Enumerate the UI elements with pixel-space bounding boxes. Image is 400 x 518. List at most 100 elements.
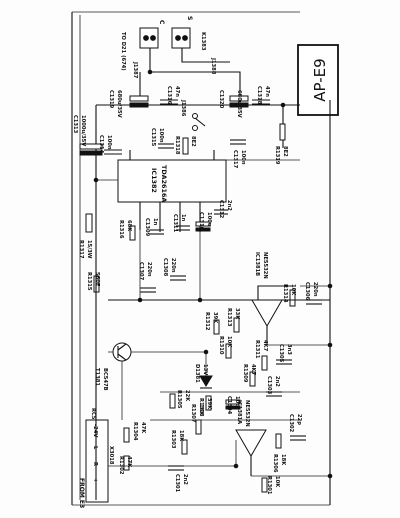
c1311-v-label: 1n [180,214,186,222]
d1381-v-label: 13V [202,364,208,375]
cap-c1315: C1315 100n [150,128,174,149]
r1303-label: R1303 [170,430,176,449]
r1304-label: R1304 [132,422,138,441]
c1315-v-label: 100n [158,128,164,143]
r1302-v-label: 47K [126,456,132,468]
ic1381b-t-label: NE5532N [262,252,268,279]
r1315-label: R1315 [86,272,92,291]
c1318-label: C1318 [256,86,262,105]
input-pin-4: + [92,478,98,482]
r1309-v-label: 4K7 [250,364,256,376]
r1315-v-label: 560E [94,272,100,287]
jack-label: J1387 [132,61,138,79]
input-label: FROM E3 [78,478,85,508]
res-r1309: R1309 4K7 [242,364,256,387]
c1302-label: C1302 [288,414,294,433]
c1308-label: C1308 [162,258,168,277]
cap-c1319: C1319 680u/35V [108,90,149,118]
c1306-v-label: 220n [312,282,318,297]
r1319-label: R1319 [274,146,280,165]
ic1381b-label: IC1381B [254,252,260,276]
r1302-label: R1302 [118,456,124,475]
cap-c1317: C1317 100n [230,139,246,169]
r1306-v-label: 18K [280,454,286,466]
r1303-v-label: 18K [178,430,184,442]
connector-c-sub: C [158,20,165,25]
connector-s-sub: S [186,16,193,20]
cap-c1320: C1320 680u/35V [218,90,249,118]
c1317-label: C1317 [232,150,238,169]
r1308-v-label: 39K [206,398,212,410]
r1310-label: R1310 [218,336,224,355]
cap-c1308: C1308 220n [162,258,186,281]
res-r1311: R1311 4K7 [254,340,268,371]
c1305-v-label: 3n3 [286,344,292,355]
r1317-label: R1317 [78,240,84,259]
r1312-label: R1312 [204,312,210,331]
c1318-v-label: 47n [264,86,270,97]
res-r1305: R1305 22K [169,390,190,409]
c1310-label: C1310 [198,212,204,231]
c1319-label: C1319 [108,90,114,109]
ic-main: TDA2616A IC1382 [117,150,227,232]
res-r1314: R1314 10K [282,284,296,307]
ic-main-type: TDA2616A [160,165,168,202]
r1314-v-label: 10K [290,284,296,296]
c1313-label: C1313 [72,115,78,134]
connector-c-label: TO D21 (674) [120,32,126,71]
res-r1304: R1304 47K [123,422,146,443]
c1312-v-label: 2n2 [226,200,232,211]
ic1381a-label: IC1381A [236,400,242,424]
r1307-label: R1307 [190,404,196,423]
d1381-label: D1381 [194,364,200,383]
cap-c1304: C1304 10u [225,396,241,415]
cap-c1307: C1307 220n [138,262,156,293]
c1320-v-label: 680u/35V [236,90,242,118]
r1316-label: R1316 [118,220,124,239]
r1307-v-label: 18K [198,404,204,416]
c1319-v-label: 680u/35V [116,90,122,118]
c1310-v-label: 100u [206,212,212,227]
ic-main-ref: IC1382 [150,168,158,193]
res-r1303: R1303 18K [170,430,188,455]
c1315-label: C1315 [150,128,156,147]
c1301-label: C1301 [174,474,180,493]
r1305-v-label: 22K [184,390,190,402]
board-outline [71,11,330,506]
r1308-label: R1308 [198,398,204,417]
cap-c1309: C1309 1n [144,218,164,237]
res-r1310: R1310 10K [218,336,232,359]
res-r1319: R1319 8E2 [274,123,288,165]
r1311-label: R1311 [254,340,260,359]
c1306-label: C1306 [304,282,310,301]
cap-c1316: C1316 47n [160,86,180,105]
cap-c1311: C1311 1n [172,214,190,233]
r1314-label: R1314 [282,284,288,303]
r1312-v-label: 39K [212,312,218,324]
c1317-v-label: 100n [240,150,246,165]
cap-c1312: C1312 2n2 [214,200,232,219]
jack2-label: J1388 [210,57,216,75]
r1318-v-label: 8E2 [190,136,196,147]
opamp-ic1381a: IC1381A NE5532N [235,400,267,476]
cap-c1305: C1305 3n3 [276,344,292,365]
module-badge: AP-E9 [297,44,339,116]
c1320-label: C1320 [218,90,224,109]
r1301-v-label: 10K [274,476,280,488]
rc5bt-label: RC5BT [90,408,96,427]
c1308-v-label: 220n [170,258,176,273]
cap-c1318: C1318 47n [252,86,270,105]
res-r1302: R1302 47K [118,455,132,475]
r1318-label: R1318 [174,136,180,155]
module-badge-text: AP-E9 [311,58,329,101]
top-wiring [95,48,300,240]
res-r1301: R1301 10K [261,476,280,495]
opamp-ic1381b: IC1381B NE5532N [251,252,296,345]
input-pin-1: -24V [92,424,98,437]
c1304-label: C1304 [226,396,232,415]
r1317-v-label: 15/3W [86,240,92,259]
c1311-label: C1311 [172,214,178,233]
input-connector: X3018 FROM E3 -24V L R + [78,419,114,508]
res-r1313: R1313 33K [226,308,240,333]
